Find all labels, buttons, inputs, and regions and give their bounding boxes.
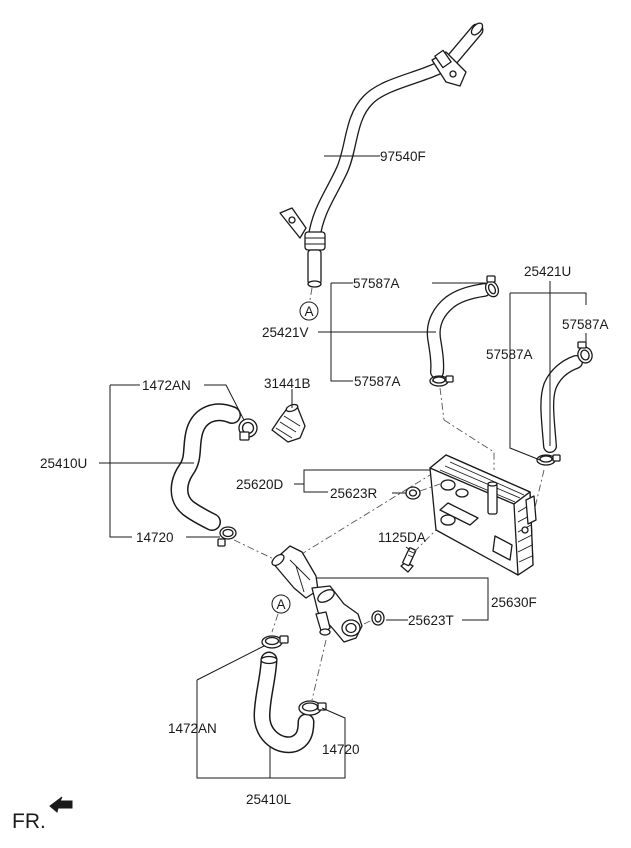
oil-cooler-25620d [429, 454, 537, 576]
label-25623t: 25623T [408, 613, 454, 628]
bolt-1125da [400, 547, 417, 573]
hose-25421v [426, 283, 491, 379]
ref-a-upper-text: A [304, 304, 313, 319]
clamp-14720-lower [298, 700, 327, 716]
clip-57587a-mid [429, 375, 454, 387]
label-57587a-right-lower: 57587A [486, 347, 533, 362]
label-57587a-right: 57587A [562, 317, 609, 332]
front-indicator-text: FR. [12, 810, 46, 833]
label-25623r: 25623R [330, 486, 378, 501]
housing-25630f [271, 545, 363, 643]
front-indicator: FR. [12, 796, 73, 833]
label-25630f: 25630F [491, 595, 537, 610]
clip-57587a-right [577, 341, 593, 364]
label-25421v: 25421V [262, 325, 309, 340]
label-1125da: 1125DA [378, 530, 426, 545]
clamp-14720-upper [217, 526, 237, 547]
reference-marker-a-upper: A [299, 301, 319, 321]
hose-25410l [253, 651, 315, 754]
leader-lines [99, 155, 587, 779]
connector-31441b [271, 403, 306, 443]
o-ring-25623t [371, 610, 385, 626]
clip-57587a-top [484, 275, 500, 298]
clamp-1472an-top [238, 418, 258, 441]
clamp-1472an-bottom [261, 635, 289, 649]
hose-25421u [540, 355, 583, 453]
label-14720-upper: 14720 [136, 530, 174, 545]
hose-25410u [170, 403, 241, 531]
label-97540f: 97540F [380, 149, 426, 164]
front-arrow-icon [49, 796, 73, 813]
o-ring-25623r [405, 486, 421, 500]
clip-57587a-right-lower [536, 454, 561, 466]
pipe-97540f [279, 22, 484, 288]
label-57587a-top: 57587A [353, 276, 400, 291]
label-31441b: 31441B [264, 376, 311, 391]
label-57587a-mid: 57587A [354, 374, 401, 389]
part-labels: 97540F 57587A 25421U 57587A 25421V 57587… [40, 149, 609, 807]
label-25421u: 25421U [524, 264, 571, 279]
reference-marker-a-lower: A [271, 594, 291, 614]
label-25410l: 25410L [246, 792, 292, 807]
label-14720-lower: 14720 [322, 742, 360, 757]
ref-a-lower-text: A [276, 597, 285, 612]
label-25620d: 25620D [236, 477, 284, 492]
label-1472an-top: 1472AN [142, 378, 191, 393]
label-1472an-bottom: 1472AN [168, 721, 217, 736]
label-25410u: 25410U [40, 456, 87, 471]
